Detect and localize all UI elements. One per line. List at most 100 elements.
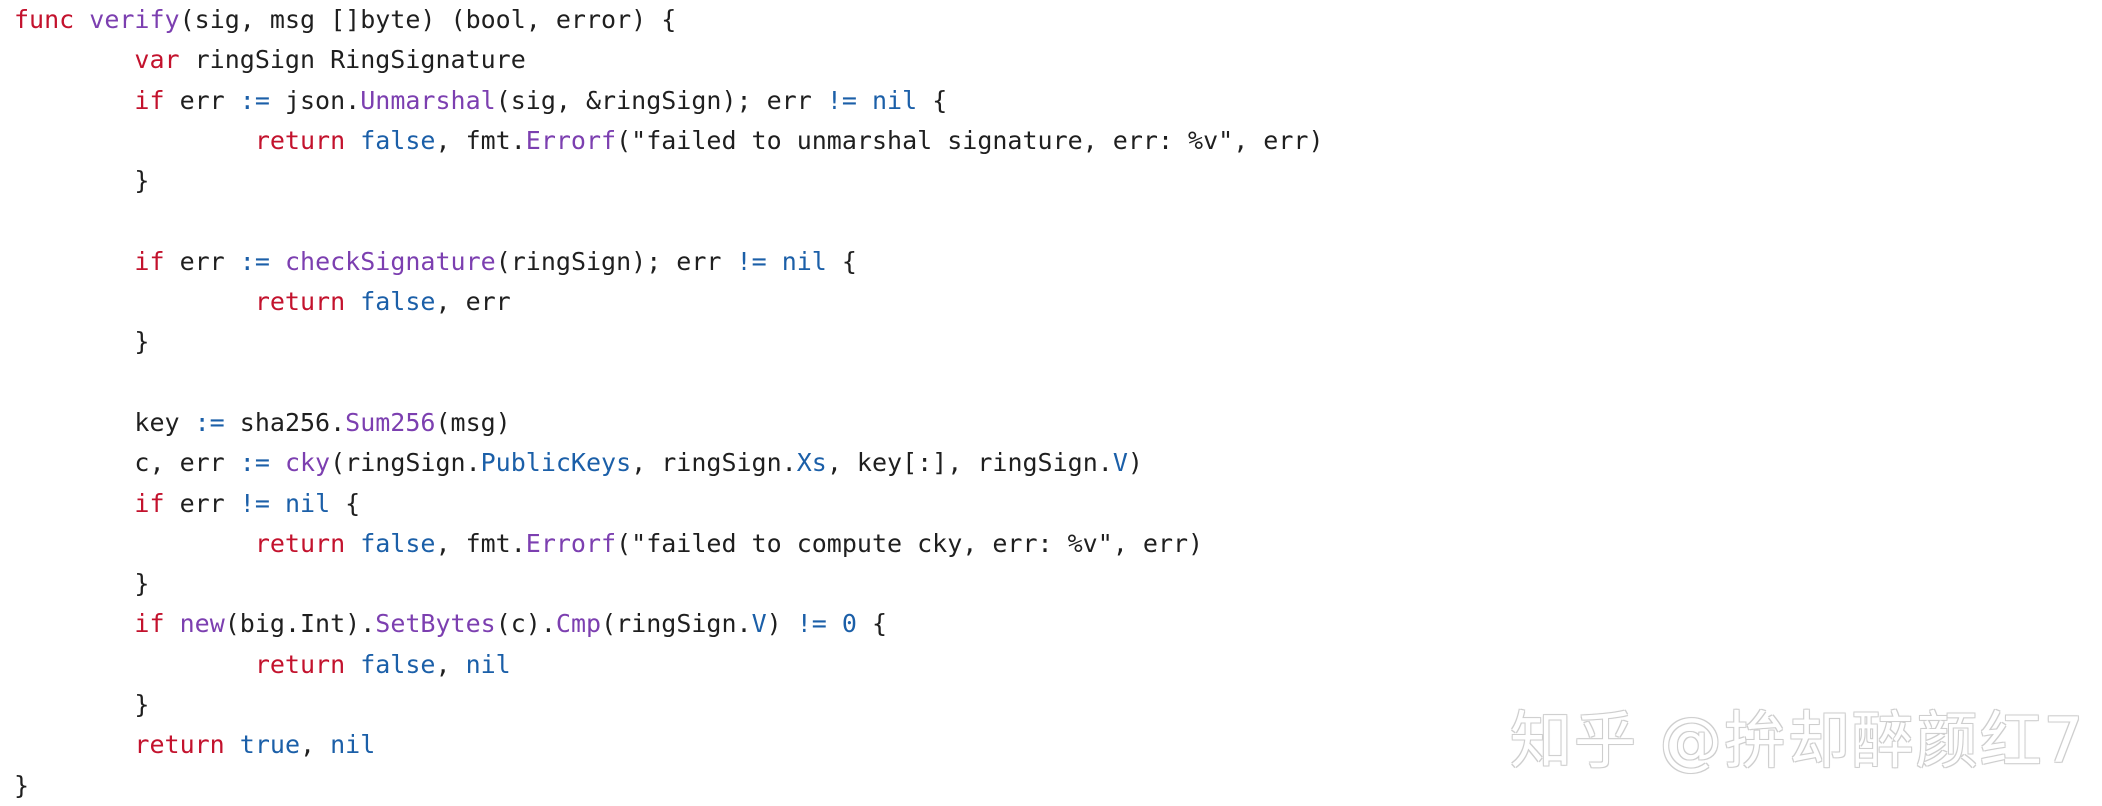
code-token-plain: (ringSign. — [330, 448, 481, 478]
code-token-plain: ("failed to compute cky, err: %v", err) — [616, 528, 1204, 558]
code-token-plain: (msg) — [435, 407, 511, 437]
code-token-plain — [345, 650, 360, 679]
code-token-builtin: V — [751, 609, 767, 639]
code-line: return false, err — [14, 282, 1324, 322]
code-token-plain — [14, 247, 134, 276]
code-token-builtin: nil — [781, 246, 827, 276]
code-token-plain — [225, 730, 240, 759]
code-token-builtin: := — [239, 448, 270, 478]
code-token-function: Cmp — [555, 609, 602, 639]
code-token-function: Sum256 — [345, 407, 436, 437]
code-line: } — [14, 161, 1324, 201]
code-line: ​ — [14, 201, 1324, 241]
code-token-plain — [14, 609, 134, 638]
code-token-builtin: := — [239, 85, 270, 115]
code-line: } — [14, 322, 1324, 362]
code-token-plain: , — [300, 730, 331, 760]
code-token-builtin: false — [360, 287, 436, 317]
code-token-plain: (big.Int). — [224, 609, 376, 639]
code-token-plain — [14, 86, 134, 115]
code-token-plain — [857, 86, 872, 115]
code-line: return true, nil — [14, 725, 1324, 765]
code-token-plain: json. — [269, 85, 361, 115]
code-token-plain: (c). — [495, 609, 556, 639]
code-token-builtin: != — [239, 488, 270, 518]
code-token-function: SetBytes — [375, 609, 496, 639]
code-token-builtin: V — [1112, 448, 1128, 478]
code-token-plain — [14, 730, 134, 759]
code-token-plain: } — [14, 166, 150, 196]
code-token-plain: , err — [435, 287, 511, 317]
code-line: func verify(sig, msg []byte) (bool, erro… — [14, 0, 1324, 40]
code-token-function: checkSignature — [284, 246, 496, 276]
code-line: } — [14, 685, 1324, 725]
code-token-plain: } — [14, 690, 150, 720]
code-token-builtin: PublicKeys — [480, 448, 632, 478]
code-token-plain: sha256. — [224, 407, 346, 437]
code-token-function: cky — [284, 448, 331, 478]
code-token-keyword: return — [254, 649, 346, 679]
zhihu-watermark: 知乎 @拚却醉颜红7 — [1510, 704, 2086, 777]
code-token-builtin: 0 — [841, 609, 857, 639]
code-token-plain — [345, 529, 360, 558]
code-token-function: Unmarshal — [360, 85, 496, 115]
code-line: if err := checkSignature(ringSign); err … — [14, 242, 1324, 282]
code-token-keyword: if — [134, 488, 165, 518]
code-token-builtin: nil — [872, 85, 918, 115]
code-token-plain: { — [826, 246, 857, 276]
code-token-builtin: := — [239, 246, 270, 276]
code-token-function: verify — [89, 5, 180, 34]
code-token-function: Errorf — [525, 125, 617, 155]
code-token-builtin: := — [194, 407, 225, 437]
code-token-builtin: nil — [465, 649, 511, 679]
code-token-plain — [827, 609, 842, 638]
code-token-function: Errorf — [525, 528, 617, 558]
code-token-plain: , key[:], ringSign. — [826, 448, 1113, 478]
code-token-plain: err — [164, 488, 240, 518]
code-token-plain — [74, 5, 89, 34]
code-token-plain — [14, 489, 134, 518]
code-token-plain: c, err — [14, 448, 240, 478]
code-token-plain: , fmt. — [435, 528, 526, 558]
code-line: if err != nil { — [14, 484, 1324, 524]
code-token-plain: , ringSign. — [631, 448, 797, 478]
code-token-plain: { — [330, 488, 361, 518]
code-token-plain — [14, 287, 255, 316]
code-token-builtin: != — [796, 609, 827, 639]
code-token-builtin: nil — [284, 488, 331, 518]
code-token-plain: err — [164, 246, 240, 276]
code-token-plain — [165, 609, 180, 638]
code-line: return false, nil — [14, 645, 1324, 685]
code-token-plain: } — [14, 327, 150, 357]
code-token-plain — [270, 489, 285, 518]
code-line: } — [14, 564, 1324, 604]
code-token-keyword: if — [134, 609, 165, 639]
code-token-plain: ) — [1127, 448, 1143, 478]
code-token-keyword: if — [134, 246, 165, 276]
code-token-plain: , fmt. — [435, 125, 526, 155]
code-token-plain — [270, 448, 285, 477]
code-token-plain: ) — [766, 609, 797, 639]
code-token-plain — [14, 126, 255, 155]
code-token-keyword: if — [134, 85, 165, 115]
code-token-plain: { — [856, 609, 888, 639]
code-token-plain — [345, 287, 360, 316]
code-token-keyword: func — [14, 5, 75, 34]
code-token-plain — [345, 126, 360, 155]
code-token-builtin: false — [360, 649, 436, 679]
code-token-keyword: return — [254, 528, 346, 558]
code-token-plain: key — [14, 407, 195, 437]
code-token-function: new — [179, 609, 225, 639]
code-token-builtin: != — [826, 85, 857, 115]
code-token-plain: ringSign RingSignature — [179, 45, 526, 75]
code-token-plain: err — [164, 85, 240, 115]
code-line: } — [14, 766, 1324, 806]
code-token-plain: (ringSign); err — [495, 246, 737, 276]
code-token-plain — [270, 247, 285, 276]
code-token-keyword: return — [254, 287, 346, 317]
code-token-builtin: != — [736, 246, 767, 276]
code-token-plain — [14, 529, 255, 558]
code-block: func verify(sig, msg []byte) (bool, erro… — [14, 0, 1324, 806]
code-token-plain — [14, 45, 134, 74]
code-token-plain: (sig, &ringSign); err — [495, 85, 827, 115]
